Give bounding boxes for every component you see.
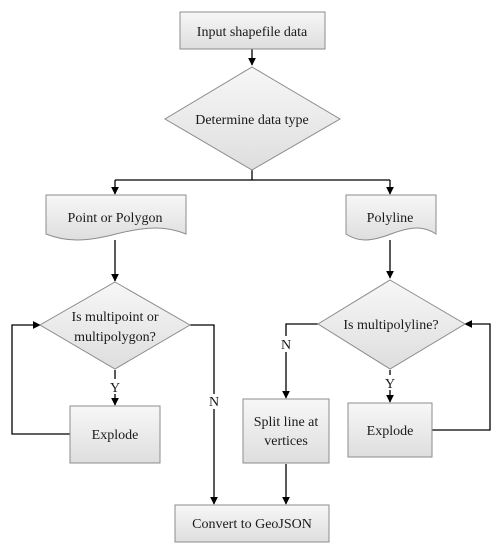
split-line-box <box>242 398 330 464</box>
edge-explode-left-loop <box>11 321 70 435</box>
input-shapefile-label: Input shapefile data <box>197 25 308 40</box>
edge-labels: Y N Y N <box>110 338 395 410</box>
edge-right-no-upper <box>285 323 318 336</box>
multipoint-decision-diamond <box>39 281 191 370</box>
explode-left-label: Explode <box>92 428 139 443</box>
nodes <box>39 11 466 543</box>
edge-label-no-right: N <box>281 338 291 353</box>
connectors <box>11 49 491 505</box>
explode-right-box <box>347 402 433 458</box>
edge-label-yes-left: Y <box>110 381 120 396</box>
split-line-label-1: Split line at <box>254 415 319 430</box>
point-polygon-document <box>45 194 187 241</box>
edge-left-no-upper <box>190 324 215 394</box>
convert-geojson-box <box>174 504 330 543</box>
multipoint-decision-label-2: multipolygon? <box>74 330 156 345</box>
determine-type-label: Determine data type <box>195 113 309 128</box>
determine-type-diamond <box>164 66 341 171</box>
polyline-label: Polyline <box>367 211 414 226</box>
edge-explode-right-loop <box>432 320 491 431</box>
multipolyline-decision-label: Is multipolyline? <box>343 318 438 333</box>
multipoint-decision-label-1: Is multipoint or <box>71 310 158 325</box>
input-shapefile-box <box>179 11 326 50</box>
node-labels: Input shapefile data Determine data type… <box>68 25 439 532</box>
multipolyline-decision-diamond <box>317 279 466 370</box>
edge-label-yes-right: Y <box>385 377 395 392</box>
edge-label-no-left: N <box>209 395 219 410</box>
point-polygon-label: Point or Polygon <box>68 211 163 226</box>
explode-left-box <box>69 405 161 464</box>
polyline-document <box>345 194 437 241</box>
split-line-label-2: vertices <box>264 434 308 449</box>
explode-right-label: Explode <box>367 424 414 439</box>
convert-geojson-label: Convert to GeoJSON <box>192 517 312 532</box>
